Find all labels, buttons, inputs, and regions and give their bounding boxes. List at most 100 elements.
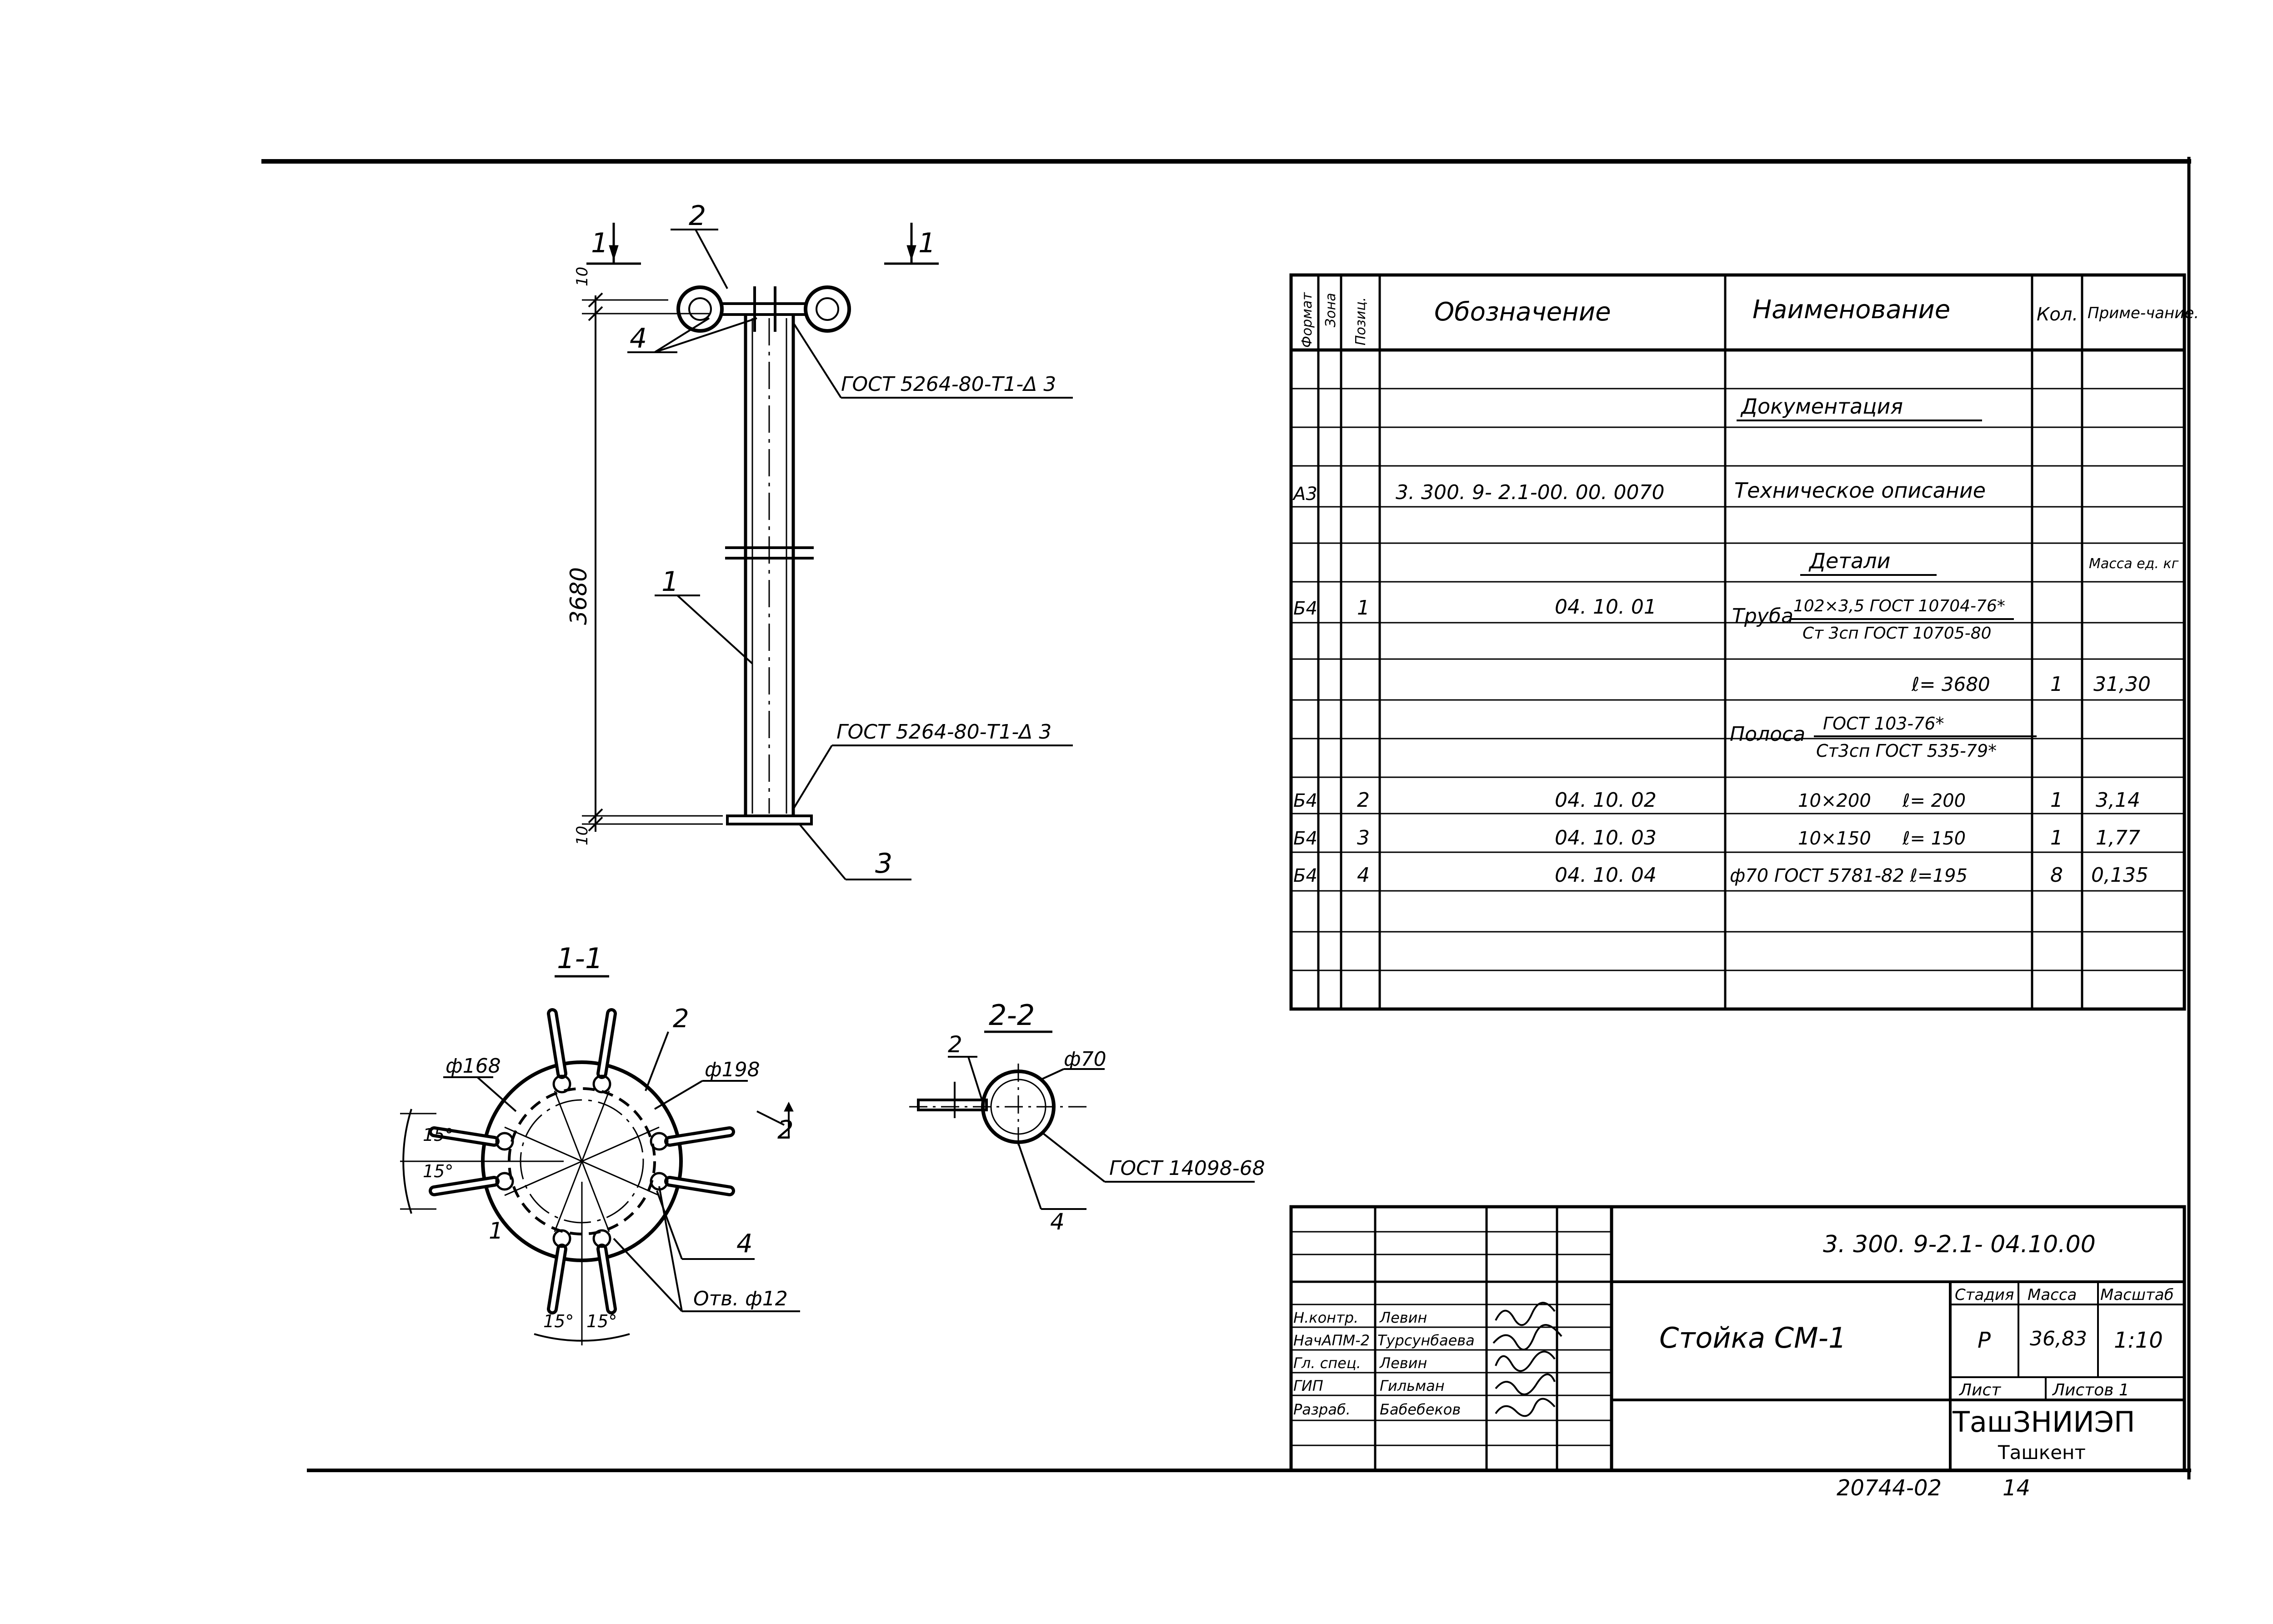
name-5: Бабебеков <box>1380 1401 1461 1418</box>
row-2-size: 10×200 <box>1798 790 1871 811</box>
name-1: Левин <box>1379 1309 1427 1326</box>
role-head-apm: НачАПМ-2 <box>1293 1332 1370 1349</box>
row-a3-designation: 3. 300. 9- 2.1-00. 00. 0070 <box>1396 481 1665 504</box>
row-2-position: 2 <box>1357 789 1370 812</box>
callout-3-elevation: 3 <box>875 848 892 879</box>
mass-unit-note: Масса ед. кг <box>2089 556 2179 572</box>
row-1-name-denominator: Ст 3сп ГОСТ 10705-80 <box>1802 624 1992 643</box>
sheet-label: Лист <box>1958 1381 2001 1399</box>
angle-15-left-top: 15° <box>423 1125 453 1145</box>
name-2: Турсунбаева <box>1377 1332 1475 1349</box>
hole-note: Отв. ф12 <box>693 1287 788 1310</box>
row-3-length: ℓ= 150 <box>1902 828 1966 849</box>
gost-14098-note: ГОСТ 14098-68 <box>1109 1157 1265 1180</box>
header-zone: Зона <box>1323 293 1339 327</box>
weld-note-top: ГОСТ 5264-80-Т1-Δ 3 <box>841 373 1056 396</box>
cut-marker-1-left: 1 <box>591 227 608 259</box>
stage-value: Р <box>1978 1328 1991 1353</box>
diameter-168: ф168 <box>446 1054 501 1078</box>
section-title-1-1: 1-1 <box>557 942 603 975</box>
diameter-70: ф70 <box>1064 1048 1106 1071</box>
row-3-size: 10×150 <box>1798 828 1871 849</box>
section-2-2-labels: 2-2 2 ф70 4 ГОСТ 14098-68 <box>948 999 1265 1235</box>
header-format: Формат <box>1299 292 1315 348</box>
specification-table-grid <box>1289 273 2186 1011</box>
elevation-labels: 1 1 2 4 1 3 3680 10 10 ГОСТ 5264-80-Т1-Δ… <box>566 200 1056 879</box>
cut-marker-1-right: 1 <box>918 227 936 259</box>
row-3-designation: 04. 10. 03 <box>1555 826 1657 849</box>
dimension-10-bottom: 10 <box>573 826 591 845</box>
section-1-1-labels: 1-1 ф168 ф198 15° 15° 15° 15° 2 2 1 4 От… <box>423 942 794 1331</box>
row-2-format: Б4 <box>1293 790 1317 811</box>
header-name: Наименование <box>1752 295 1950 325</box>
row-4-format: Б4 <box>1293 865 1317 886</box>
sheets-count: Листов 1 <box>2052 1381 2129 1399</box>
dimension-3680: 3680 <box>566 567 592 625</box>
row-3-format: Б4 <box>1293 828 1317 849</box>
callout-2-section-2: 2 <box>948 1031 962 1058</box>
row-2-mass: 3,14 <box>2096 789 2140 812</box>
band-name-prefix: Полоса <box>1730 723 1805 746</box>
organization-city: Ташкент <box>1998 1441 2086 1464</box>
role-chief-specialist: Гл. спец. <box>1293 1354 1361 1372</box>
section-1-1-view <box>400 975 800 1345</box>
row-1-name-numerator: 102×3,5 ГОСТ 10704-76* <box>1793 597 2005 615</box>
role-developer: Разраб. <box>1293 1401 1351 1418</box>
name-4: Гильман <box>1380 1377 1445 1394</box>
row-2-length: ℓ= 200 <box>1902 790 1966 811</box>
angle-15-left-bottom: 15° <box>423 1161 453 1181</box>
page-number: 14 <box>2003 1475 2030 1501</box>
row-1-position: 1 <box>1357 596 1370 620</box>
signatures <box>1492 1302 1562 1417</box>
header-note: Приме-чание. <box>2088 304 2199 322</box>
row-3-quantity: 1 <box>2050 826 2063 849</box>
callout-4-elevation: 4 <box>630 323 647 355</box>
row-3-position: 3 <box>1357 826 1370 849</box>
drawing-title: Стойка СМ-1 <box>1659 1321 1846 1354</box>
organization-name: ТашЗНИИЭП <box>1952 1405 2135 1439</box>
role-norm-control: Н.контр. <box>1293 1309 1358 1326</box>
callout-1-section: 1 <box>489 1218 503 1244</box>
callout-2-elevation: 2 <box>689 200 706 232</box>
archive-number: 20744-02 <box>1837 1475 1942 1501</box>
header-quantity: Кол. <box>2037 304 2078 325</box>
section-title-2-2: 2-2 <box>989 999 1035 1032</box>
callout-4-section-2: 4 <box>1050 1209 1065 1235</box>
callout-2-section-top: 2 <box>673 1004 689 1034</box>
elevation-view <box>582 223 1073 880</box>
section-documentation: Документация <box>1740 394 1903 419</box>
footer: 20744-02 14 <box>1837 1475 2030 1501</box>
diameter-198: ф198 <box>705 1058 760 1081</box>
row-4-quantity: 8 <box>2050 864 2063 887</box>
row-a3-format: А3 <box>1292 484 1317 505</box>
row-1-mass: 31,30 <box>2093 673 2151 696</box>
callout-1-elevation: 1 <box>661 566 679 598</box>
dimension-10-top: 10 <box>573 267 591 286</box>
row-1-name-prefix: Труба <box>1732 605 1793 628</box>
row-1-format: Б4 <box>1293 598 1317 619</box>
header-designation: Обозначение <box>1434 297 1611 327</box>
name-3: Левин <box>1379 1354 1427 1372</box>
row-4-position: 4 <box>1357 864 1370 887</box>
angle-15-bottom-left: 15° <box>543 1311 574 1331</box>
scale-label: Масштаб <box>2100 1286 2174 1304</box>
section-details: Детали <box>1808 549 1891 573</box>
band-name-numerator: ГОСТ 103-76* <box>1823 714 1944 734</box>
row-4-name: ф70 ГОСТ 5781-82 ℓ=195 <box>1730 865 1968 886</box>
row-4-mass: 0,135 <box>2091 864 2148 887</box>
row-a3-name: Техническое описание <box>1734 478 1986 503</box>
header-position: Позиц. <box>1353 297 1369 345</box>
row-1-designation: 04. 10. 01 <box>1555 595 1657 619</box>
scale-value: 1:10 <box>2114 1328 2163 1353</box>
band-name-denominator: Ст3сп ГОСТ 535-79* <box>1816 741 1997 761</box>
stage-label: Стадия <box>1955 1286 2014 1304</box>
angle-15-bottom-right: 15° <box>586 1311 617 1331</box>
hole-circles <box>495 1074 669 1248</box>
callout-4-section: 4 <box>736 1229 753 1259</box>
title-block: 3. 300. 9-2.1- 04.10.00 Стойка СМ-1 Стад… <box>1293 1231 2174 1464</box>
row-4-designation: 04. 10. 04 <box>1555 864 1657 887</box>
row-1-quantity: 1 <box>2050 673 2063 696</box>
mass-label: Масса <box>2028 1286 2077 1304</box>
